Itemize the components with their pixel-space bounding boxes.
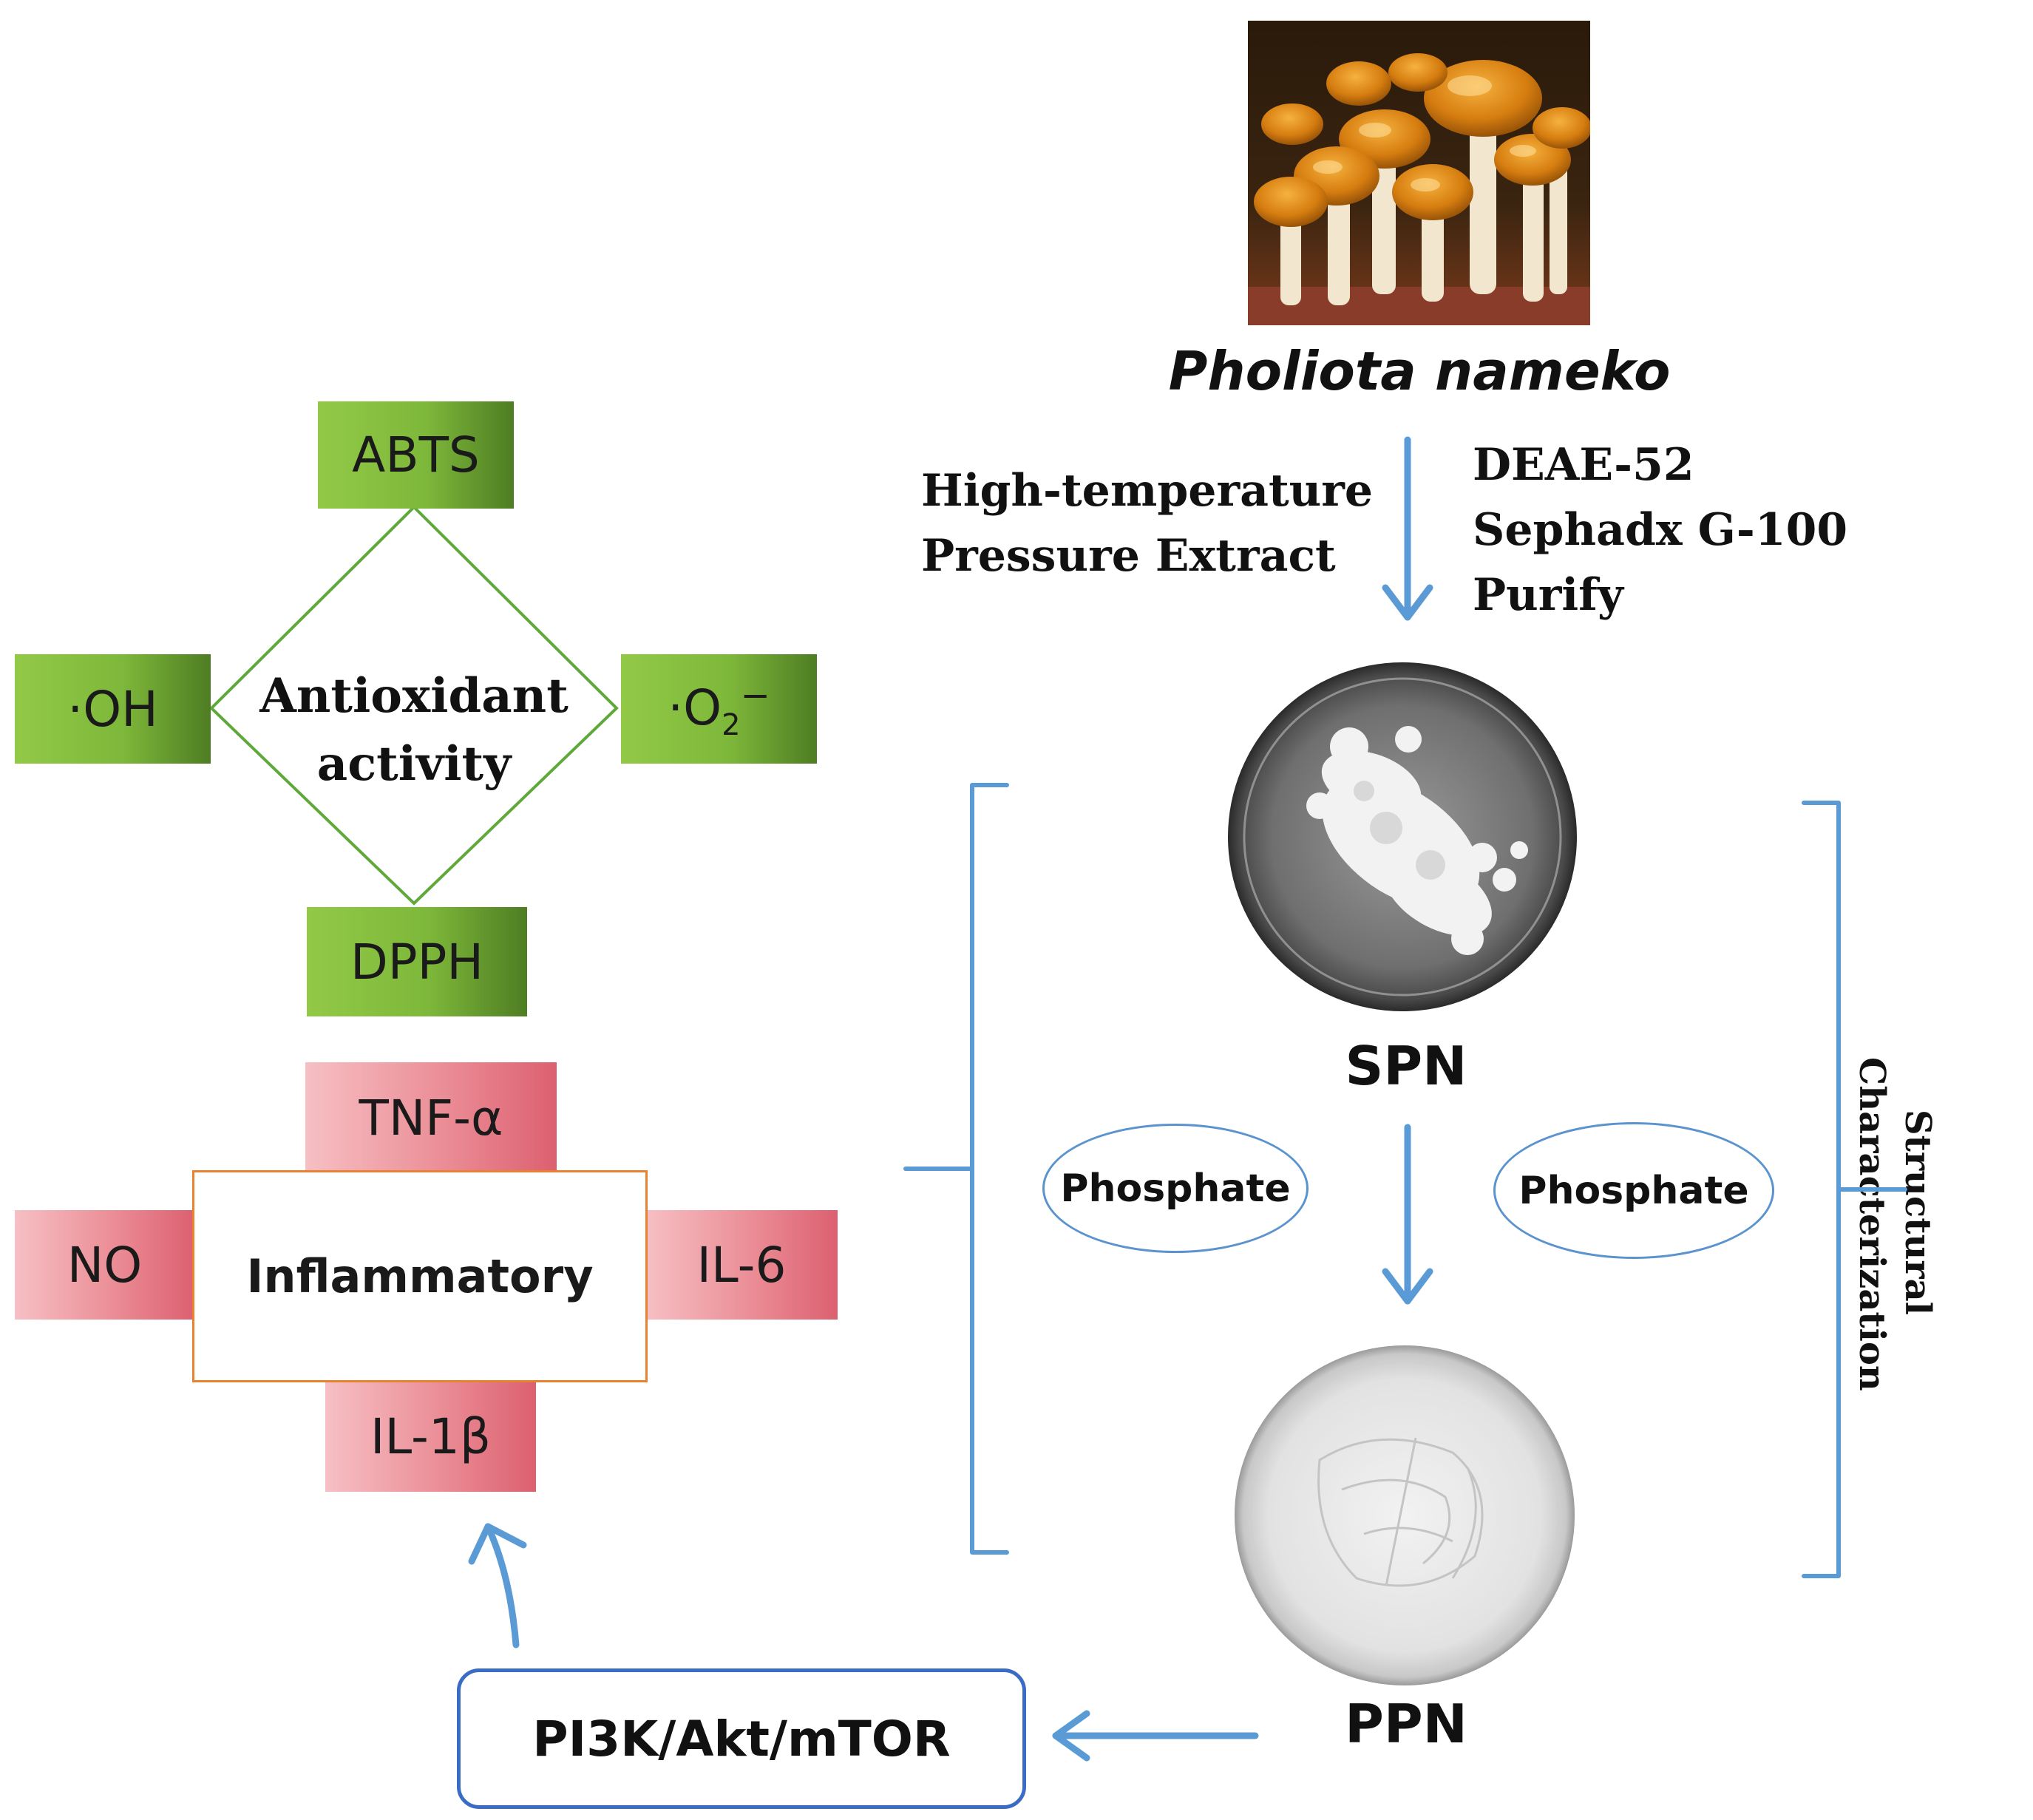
phosphate-right-label: Phosphate xyxy=(1518,1168,1749,1213)
pi3k-akt-mtor-box: PI3K/Akt/mTOR xyxy=(457,1668,1026,1809)
extraction-arrow xyxy=(1382,436,1433,621)
dpph-box: DPPH xyxy=(307,907,527,1016)
phosphorylation-arrow xyxy=(1382,1124,1433,1305)
il1b-box: IL-1β xyxy=(325,1381,536,1492)
left-bracket xyxy=(903,783,1009,1555)
purification-line-3: Purify xyxy=(1473,569,1623,621)
antioxidant-activity-label: Antioxidant activity xyxy=(251,662,577,798)
purification-line-2: Sephadx G-100 xyxy=(1473,504,1848,556)
superoxide-subscript: 2 xyxy=(722,708,741,743)
ppn-label: PPN xyxy=(1345,1693,1467,1755)
pi3k-akt-mtor-label: PI3K/Akt/mTOR xyxy=(532,1710,951,1768)
hydroxyl-label: ·OH xyxy=(67,680,158,738)
purification-line-1: DEAE-52 xyxy=(1473,439,1694,491)
mushroom-photo xyxy=(1248,21,1590,325)
right-bracket xyxy=(1802,801,1907,1578)
superoxide-base: ·O xyxy=(668,679,722,737)
abts-label: ABTS xyxy=(352,427,480,483)
ppn-sample-image xyxy=(1235,1345,1575,1685)
superoxide-box: ·O2− xyxy=(621,654,817,764)
il6-box: IL-6 xyxy=(645,1210,838,1320)
antioxidant-diamond xyxy=(209,505,619,906)
antioxidant-line-1: Antioxidant xyxy=(259,668,569,724)
hydroxyl-box: ·OH xyxy=(15,654,211,764)
phosphate-right-ellipse: Phosphate xyxy=(1493,1122,1774,1259)
superoxide-label: ·O2− xyxy=(668,675,770,742)
extraction-method-line-2: Pressure Extract xyxy=(921,530,1336,582)
il6-label: IL-6 xyxy=(696,1236,787,1294)
il1b-label: IL-1β xyxy=(370,1408,491,1465)
no-box: NO xyxy=(15,1210,194,1320)
pathway-to-inflammatory-arrow xyxy=(468,1523,527,1648)
abts-box: ABTS xyxy=(318,401,514,509)
superoxide-superscript: − xyxy=(740,675,770,717)
purification-label: DEAE-52 Sephadx G-100 Purify xyxy=(1473,432,1847,628)
extraction-method-line-1: High-temperature xyxy=(921,465,1374,517)
antioxidant-line-2: activity xyxy=(316,736,512,792)
inflammatory-box: Inflammatory xyxy=(192,1170,648,1382)
tnf-alpha-label: TNF-α xyxy=(359,1089,503,1147)
spn-label: SPN xyxy=(1345,1035,1467,1097)
no-label: NO xyxy=(67,1236,143,1294)
extraction-method-label: High-temperature Pressure Extract xyxy=(921,458,1373,588)
spn-sample-image xyxy=(1228,662,1577,1011)
dpph-label: DPPH xyxy=(350,933,484,991)
inflammatory-label: Inflammatory xyxy=(246,1249,594,1303)
ppn-to-pathway-arrow xyxy=(1052,1710,1259,1762)
phosphate-left-label: Phosphate xyxy=(1060,1166,1291,1211)
phosphate-left-ellipse: Phosphate xyxy=(1042,1124,1309,1253)
tnf-alpha-box: TNF-α xyxy=(305,1062,557,1173)
species-name: Pholiota nameko xyxy=(1168,340,1671,402)
